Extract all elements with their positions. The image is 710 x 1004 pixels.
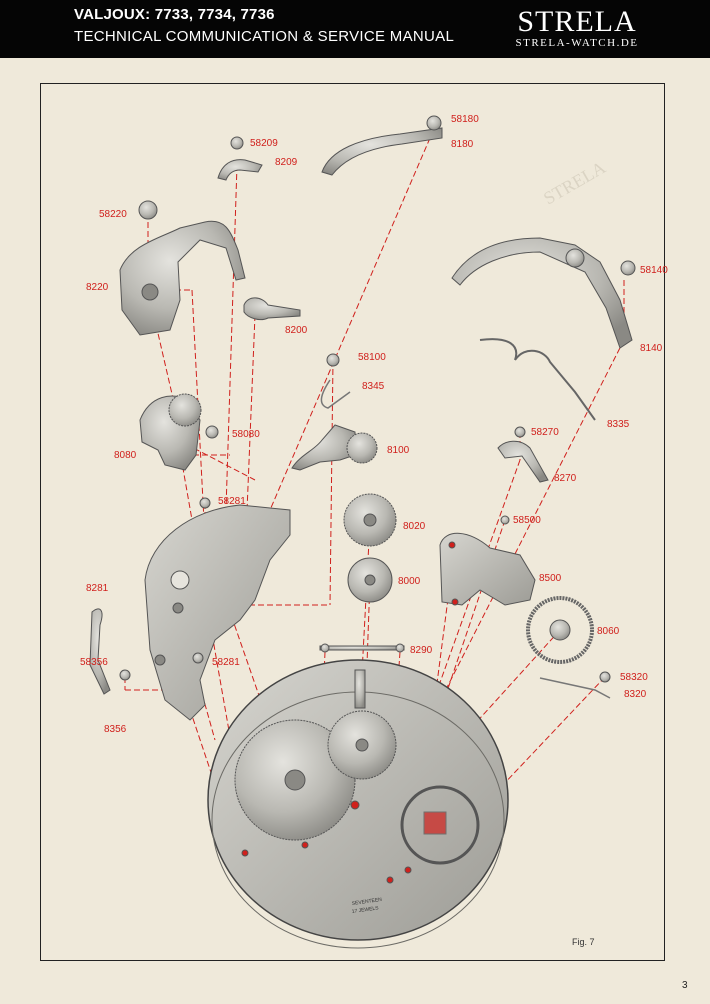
- engraving-line-2: 17 JEWELS: [351, 905, 379, 915]
- part-label: 8281: [86, 583, 109, 594]
- page-number: 3: [682, 980, 688, 991]
- header-title-manual: TECHNICAL COMMUNICATION & SERVICE MANUAL: [74, 28, 455, 45]
- part-label: 8200: [285, 325, 308, 336]
- part-label: 8290: [410, 645, 433, 656]
- part-label: 8180: [451, 139, 474, 150]
- header-title-models: VALJOUX: 7733, 7734, 7736: [74, 6, 275, 23]
- figure-label: Fig. 7: [572, 937, 595, 947]
- figure-frame: [40, 83, 665, 961]
- part-label: 58356: [80, 657, 108, 668]
- part-label: 58320: [620, 672, 648, 683]
- part-label: 58140: [640, 265, 668, 276]
- part-label: 58209: [250, 138, 278, 149]
- movement-engraving: SEVENTEEN 17 JEWELS: [351, 897, 382, 915]
- part-label: 8080: [114, 450, 137, 461]
- part-label: 8100: [387, 445, 410, 456]
- part-label: 8345: [362, 381, 385, 392]
- engraving-line-1: SEVENTEEN: [351, 897, 382, 907]
- part-label: 8000: [398, 576, 421, 587]
- page-header: VALJOUX: 7733, 7734, 7736 TECHNICAL COMM…: [0, 0, 710, 58]
- part-label: 8320: [624, 689, 647, 700]
- part-label: 8020: [403, 521, 426, 532]
- part-label: 58180: [451, 114, 479, 125]
- part-label: 58281: [218, 496, 246, 507]
- part-label: 8220: [86, 282, 109, 293]
- part-labels: 58209 8209 58180 8180 58220 8220 8200 58…: [80, 114, 668, 735]
- part-label: 58100: [358, 352, 386, 363]
- part-label: 58500: [513, 515, 541, 526]
- part-label: 8335: [607, 419, 630, 430]
- part-label: 58080: [232, 429, 260, 440]
- part-label: 8140: [640, 343, 663, 354]
- part-label: 8060: [597, 626, 620, 637]
- part-label: 58220: [99, 209, 127, 220]
- watermark-text: STRELA: [540, 157, 609, 208]
- parts: [89, 115, 636, 949]
- brand-logo: STRELA: [517, 5, 637, 38]
- part-label: 8500: [539, 573, 562, 584]
- watermark: STRELA: [540, 157, 609, 208]
- part-label: 8356: [104, 724, 127, 735]
- brand-block: STRELA STRELA-WATCH.DE: [502, 5, 652, 50]
- part-label: 58270: [531, 427, 559, 438]
- brand-site: STRELA-WATCH.DE: [515, 37, 639, 49]
- part-label: 8270: [554, 473, 577, 484]
- part-label: 58281: [212, 657, 240, 668]
- part-label: 8209: [275, 157, 298, 168]
